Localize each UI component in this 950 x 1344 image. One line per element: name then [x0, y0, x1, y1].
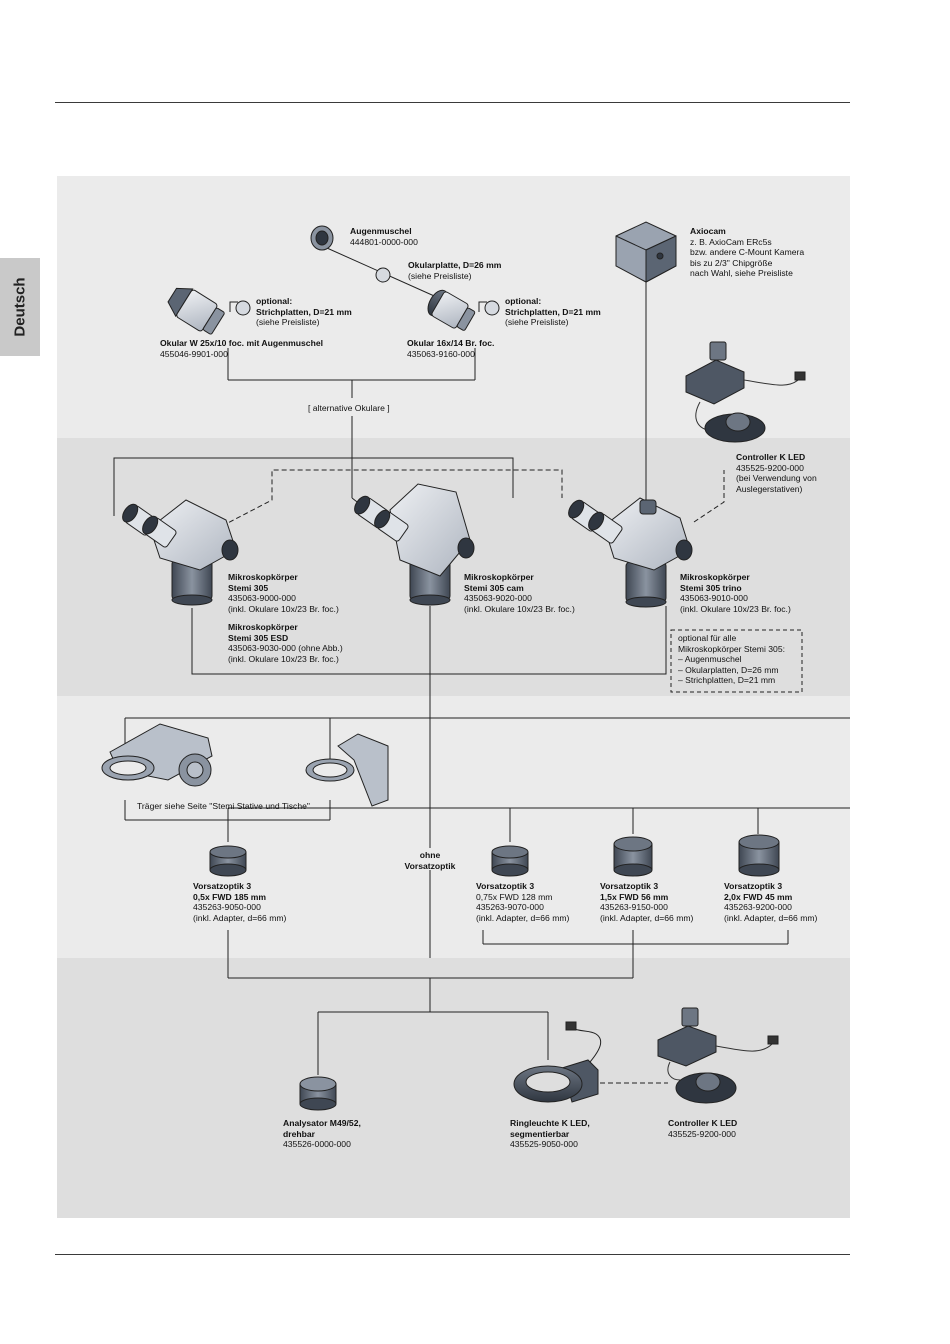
label-controller-top: Controller K LED 435525-9200-000(bei Ver… [736, 452, 817, 494]
front-optic-075x-icon [491, 845, 529, 877]
eyepiece-w25-icon [167, 287, 225, 335]
label-analysator: Analysator M49/52,drehbar 435526-0000-00… [283, 1118, 361, 1150]
bottom-rule [55, 1254, 850, 1255]
axiocam-icon [615, 221, 677, 283]
eyepiece-16x-icon [427, 289, 476, 331]
ring-light-icon [513, 1021, 602, 1103]
front-optic-05x-icon [209, 845, 247, 877]
controller-top-icon [685, 341, 806, 443]
analyzer-icon [299, 1076, 337, 1111]
front-optic-20x-icon [738, 834, 780, 877]
label-okular-16x: Okular 16x/14 Br. foc.435063-9160-000 [407, 338, 495, 359]
stemi305trino-icon [568, 497, 693, 608]
label-alternative-okulare: [ alternative Okulare ] [308, 403, 390, 413]
stemi305cam-icon [354, 483, 475, 606]
top-rule [55, 102, 850, 103]
controller-bottom-icon [657, 1007, 779, 1104]
label-optional-right: optional:Strichplatten, D=21 mm(siehe Pr… [505, 296, 601, 328]
label-traeger: Träger siehe Seite "Stemi Stative und Ti… [137, 801, 310, 811]
front-optic-15x-icon [613, 836, 653, 877]
stemi305-icon [122, 499, 239, 606]
focusing-drive-icon [101, 723, 213, 787]
label-okularplatte: Okularplatte, D=26 mm(siehe Preisliste) [408, 260, 502, 281]
connector-lines [113, 243, 850, 1084]
eyecup-icon [310, 225, 334, 251]
label-ringleuchte: Ringleuchte K LED,segmentierbar 435525-9… [510, 1118, 590, 1150]
reticle-icon-left [235, 300, 251, 316]
reticle-icon-right [484, 300, 500, 316]
label-optional-left: optional:Strichplatten, D=21 mm(siehe Pr… [256, 296, 352, 328]
carrier-icon [305, 733, 389, 807]
language-tab[interactable]: Deutsch [0, 258, 40, 356]
eyepiece-plate-icon [375, 267, 391, 283]
